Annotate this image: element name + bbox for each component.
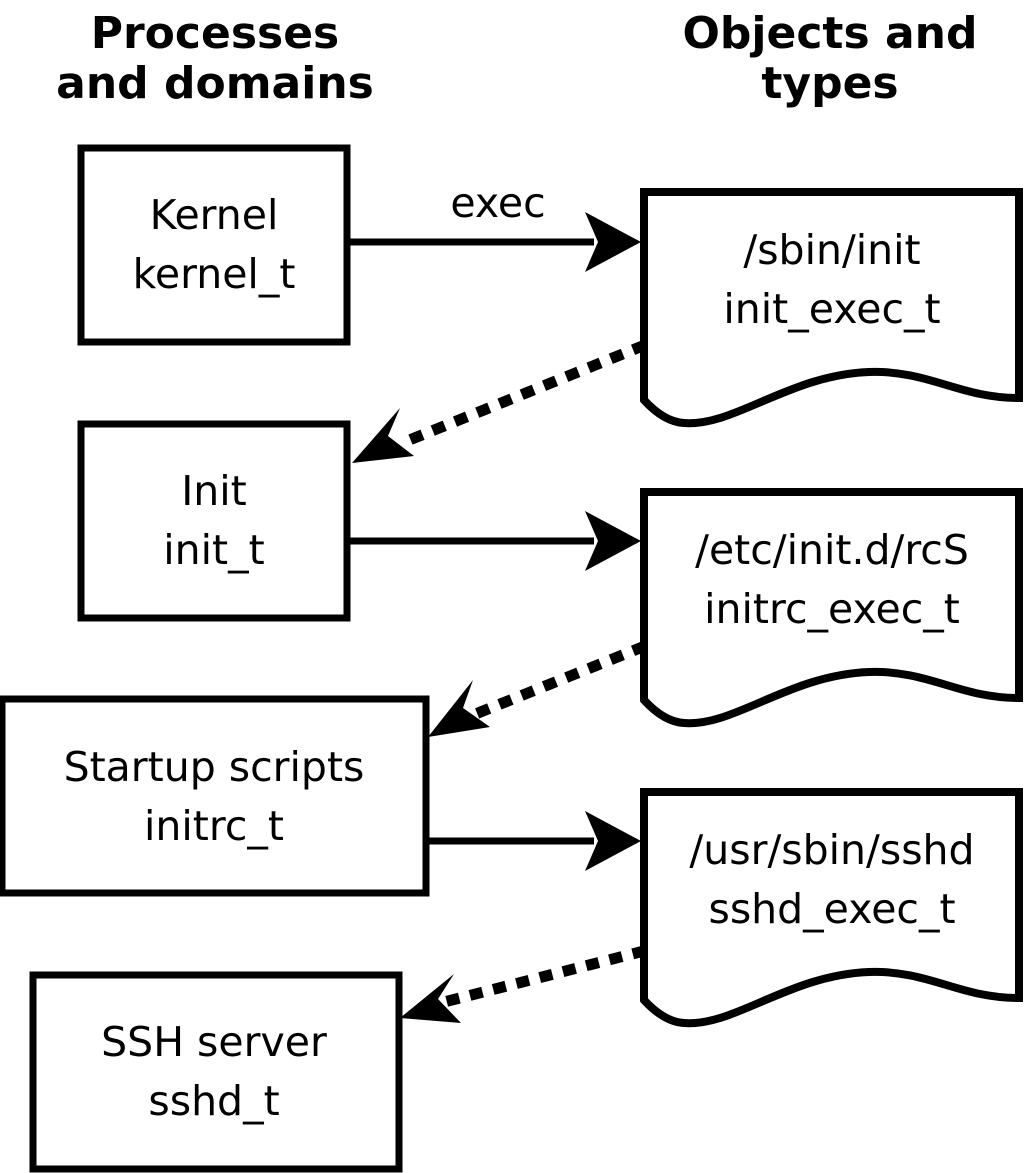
process-node-sshd[interactable]: SSH server sshd_t: [29, 971, 403, 1173]
object-node-init-exec[interactable]: /sbin/init init_exec_t: [640, 188, 1023, 428]
edge-sshd-exec-transition-sshd-line: [445, 945, 647, 1007]
process-node-initrc-box[interactable]: [0, 695, 430, 897]
edge-sshd-exec-transition-sshd: [400, 945, 647, 1023]
object-node-init-exec-line2: init_exec_t: [723, 285, 940, 333]
processes-column-title-line2: and domains: [56, 58, 374, 109]
processes-column-title: Processes and domains: [56, 8, 374, 109]
processes-column-title-line1: Processes: [91, 8, 340, 59]
edge-initrc-exec-transition-initrc-line: [470, 640, 648, 721]
process-node-initrc[interactable]: Startup scripts initrc_t: [0, 695, 430, 897]
object-node-sshd-exec-line1: /usr/sbin/sshd: [689, 826, 974, 874]
process-node-init-line1: Init: [181, 467, 247, 515]
edge-init-exec-initrc: [347, 511, 641, 571]
edge-init-exec-transition-init-arrowhead: [352, 408, 414, 463]
object-node-sshd-exec[interactable]: /usr/sbin/sshd sshd_exec_t: [640, 788, 1023, 1028]
edge-sshd-exec-transition-sshd-arrowhead: [400, 974, 461, 1023]
process-node-init-line2: init_t: [163, 526, 264, 574]
edge-init-exec-initrc-arrowhead: [585, 511, 641, 571]
object-node-initrc-exec-shape[interactable]: [640, 488, 1023, 728]
objects-column-title: Objects and types: [683, 8, 978, 109]
objects-column-title-line1: Objects and: [683, 8, 978, 59]
object-node-initrc-exec-line2: initrc_exec_t: [704, 585, 960, 633]
object-node-sshd-exec-shape[interactable]: [640, 788, 1023, 1028]
process-node-initrc-line2: initrc_t: [144, 802, 284, 850]
process-node-init[interactable]: Init init_t: [77, 420, 351, 622]
object-node-init-exec-shape[interactable]: [640, 188, 1023, 428]
process-node-sshd-line1: SSH server: [101, 1018, 327, 1066]
edge-kernel-exec-init-arrowhead: [585, 212, 641, 272]
edge-initrc-exec-sshd-arrowhead: [585, 811, 641, 871]
process-node-kernel-line2: kernel_t: [133, 250, 296, 298]
object-node-sshd-exec-line2: sshd_exec_t: [708, 885, 955, 933]
edge-kernel-exec-init: exec: [347, 179, 641, 272]
process-node-kernel-box[interactable]: [77, 144, 351, 346]
edge-initrc-exec-transition-initrc: [428, 640, 648, 737]
process-node-initrc-line1: Startup scripts: [64, 743, 365, 791]
edge-initrc-exec-sshd: [426, 811, 641, 871]
edge-init-exec-transition-init-line: [394, 339, 648, 451]
process-node-sshd-box[interactable]: [29, 971, 403, 1173]
process-node-init-box[interactable]: [77, 420, 351, 622]
process-node-sshd-line2: sshd_t: [148, 1077, 279, 1125]
process-node-kernel[interactable]: Kernel kernel_t: [77, 144, 351, 346]
object-node-initrc-exec-line1: /etc/init.d/rcS: [695, 526, 969, 574]
edge-initrc-exec-transition-initrc-arrowhead: [428, 680, 490, 737]
object-node-initrc-exec[interactable]: /etc/init.d/rcS initrc_exec_t: [640, 488, 1023, 728]
process-node-kernel-line1: Kernel: [150, 191, 279, 239]
edge-init-exec-transition-init: [352, 339, 648, 463]
objects-column-title-line2: types: [761, 58, 898, 109]
object-node-init-exec-line1: /sbin/init: [743, 226, 920, 274]
edge-kernel-exec-init-label: exec: [450, 179, 545, 227]
